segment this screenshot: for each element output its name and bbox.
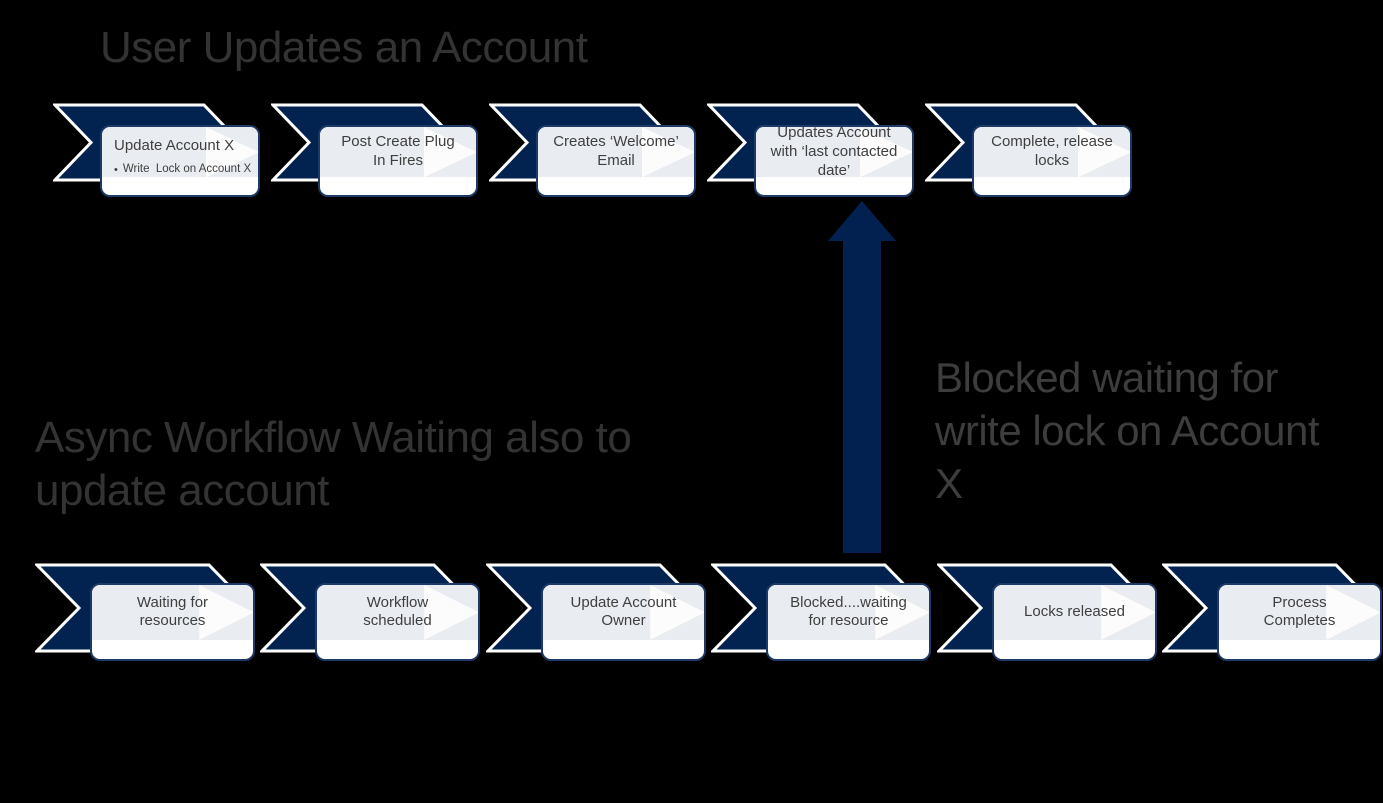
step-band	[317, 585, 478, 640]
step-locks-released: Locks released	[992, 583, 1157, 661]
step-workflow-scheduled: Workflow scheduled	[315, 583, 480, 661]
step-band	[756, 127, 912, 178]
step-process-completes: Process Completes	[1217, 583, 1382, 661]
step-band	[768, 585, 929, 640]
step-label: Locks released	[1024, 603, 1125, 620]
step-update-account-x: Update Account X • Write Lock on Account…	[100, 125, 260, 197]
step-blocked-waiting-resource: Blocked....waiting for resource	[766, 583, 931, 661]
step-label: Creates ‘Welcome’ Email	[553, 133, 679, 170]
step-band	[538, 127, 694, 178]
step-band	[994, 585, 1155, 640]
step-creates-welcome-email: Creates ‘Welcome’ Email	[536, 125, 696, 197]
step-updates-last-contacted: Updates Account with ‘last contacted dat…	[754, 125, 914, 197]
step-label: Process Completes	[1263, 593, 1336, 630]
blocked-up-arrow-icon	[828, 201, 896, 553]
step-complete-release-locks: Complete, release locks	[972, 125, 1132, 197]
step-bullet-text: Write Lock on Account X	[122, 163, 252, 175]
user-flow-title: User Updates an Account	[100, 23, 588, 72]
step-band	[543, 585, 704, 640]
step-title: Update Account X	[114, 137, 235, 154]
step-label: Blocked....waiting for resource	[790, 593, 907, 630]
step-band	[320, 127, 476, 178]
async-flow-title: Async Workflow Waiting also to update ac…	[35, 413, 632, 515]
blocked-annotation: Blocked waiting for write lock on Accoun…	[935, 354, 1320, 507]
bullet-dot-icon: •	[114, 164, 118, 176]
step-bullet: • Write Lock on Account X	[114, 163, 251, 177]
step-label: Workflow scheduled	[363, 593, 432, 630]
step-label: Complete, release locks	[991, 133, 1113, 170]
step-update-account-owner: Update Account Owner	[541, 583, 706, 661]
step-label: Waiting for resources	[136, 593, 209, 630]
step-band	[102, 127, 258, 178]
step-label: Post Create Plug In Fires	[341, 133, 455, 170]
step-band	[974, 127, 1130, 178]
step-label: Update Account Owner	[570, 593, 677, 630]
step-band	[92, 585, 253, 640]
step-waiting-for-resources: Waiting for resources	[90, 583, 255, 661]
step-label: Updates Account with ‘last contacted dat…	[770, 125, 898, 179]
step-post-create-plugin: Post Create Plug In Fires	[318, 125, 478, 197]
step-band	[1219, 585, 1380, 640]
